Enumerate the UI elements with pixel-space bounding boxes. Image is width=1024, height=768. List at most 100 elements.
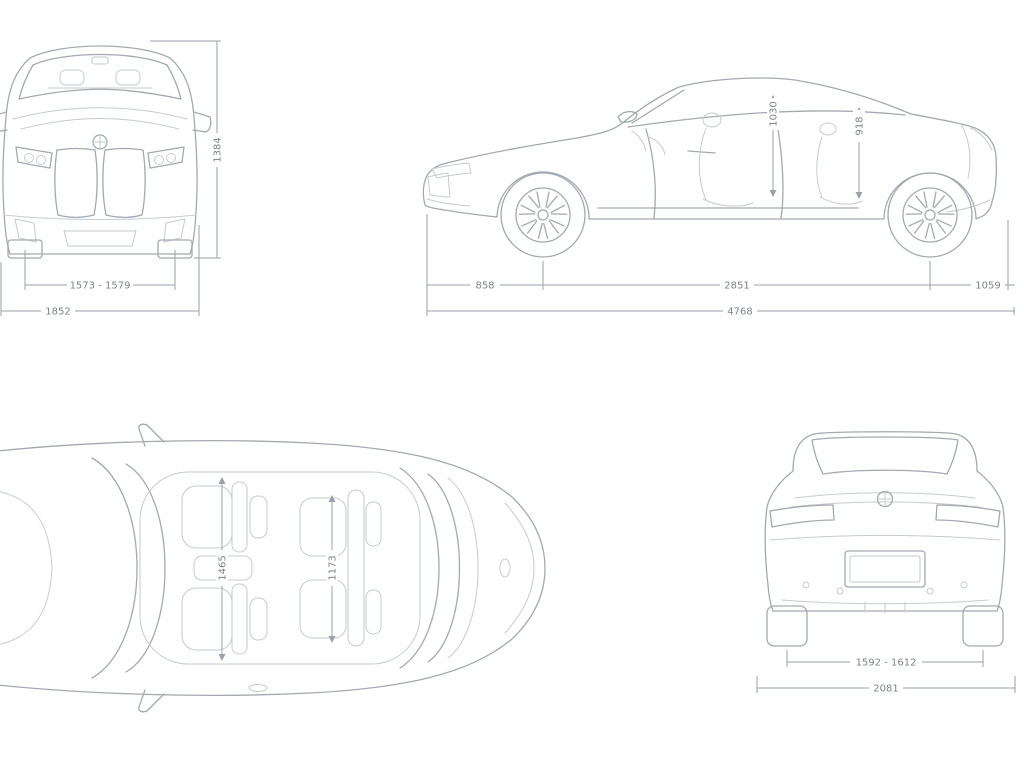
front-track-label: 1573 - 1579 (70, 281, 131, 292)
front-height-label: 1384 (213, 137, 224, 162)
front-right-headrest (115, 69, 141, 86)
front-interior-arrow-bottom (218, 654, 226, 661)
side-panel-lines (597, 89, 906, 219)
side-extension-lines (426, 214, 1009, 316)
top-rear-left-cushion (299, 497, 347, 557)
rear-track-ticks (786, 658, 984, 666)
front-body-outline (2, 45, 198, 255)
side-front-headrest (702, 112, 722, 128)
rear-interior-width-label-bg (326, 550, 338, 586)
rear-interior-arrow-top (328, 495, 336, 502)
front-headlight-rings (24, 153, 176, 165)
side-mirror (617, 110, 638, 123)
side-front-wheel (501, 173, 585, 257)
rear-view (764, 431, 1006, 647)
top-rear-interior-width-dimension: 1173 (326, 495, 339, 643)
top-hood-lines (0, 491, 53, 645)
front-headroom-label-bg (767, 98, 779, 130)
rear-body-outline (764, 431, 1006, 612)
top-cabin-border (139, 471, 421, 665)
length-label-bg (723, 305, 757, 317)
front-roundel-cross (92, 134, 108, 150)
rear-headroom-label-bg (853, 110, 865, 142)
side-length-dimensions: 858 2851 1059 4768 (426, 214, 1015, 318)
rear-taillights (769, 504, 1001, 528)
rear-diffuser (781, 599, 989, 614)
front-hood-lines (12, 107, 188, 130)
front-headroom-arrow-bottom (769, 190, 777, 197)
top-front-right-headrest (249, 597, 268, 641)
rear-overhang-label: 1059 (975, 281, 1000, 292)
rear-headroom-arrow-bottom (855, 192, 863, 199)
front-headroom-label: 1030 (769, 101, 780, 126)
wheelbase-label-bg (720, 279, 754, 291)
front-interior-width-label-bg (216, 550, 228, 586)
front-left-headrest (59, 69, 85, 86)
front-view (0, 45, 212, 259)
rear-overhang-label-bg (971, 279, 1005, 291)
top-mirrors (138, 423, 165, 713)
front-width-dimension: 1852 (0, 225, 200, 318)
top-antenna-fin (499, 558, 511, 578)
front-bumper-details (3, 214, 197, 247)
top-rear-glass (399, 467, 461, 669)
rear-width-dimension: 2081 (756, 676, 1016, 695)
wheelbase-label: 2851 (724, 281, 749, 292)
side-body-outline (422, 77, 998, 220)
top-trunk-lines (447, 477, 535, 659)
rear-track-label: 1592 - 1612 (856, 658, 917, 669)
front-overhang-label-bg (470, 279, 500, 291)
side-front-headroom-dimension: 1030 (767, 95, 780, 197)
front-interior-arrow-top (218, 477, 226, 484)
rear-parking-sensors (802, 581, 968, 595)
rear-window (811, 436, 959, 475)
side-rear-wheel (888, 173, 972, 257)
front-height-label-bg (211, 133, 223, 167)
front-headlights (15, 146, 185, 169)
top-front-right-seatback (231, 583, 248, 655)
top-rear-right-headrest (365, 589, 382, 635)
front-overhang-label: 858 (475, 281, 494, 292)
top-front-interior-width-dimension: 1465 (216, 477, 229, 661)
rear-track-dimension: 1592 - 1612 (786, 650, 984, 669)
top-rear-left-headrest (365, 501, 382, 547)
front-interior-width-label: 1465 (218, 555, 229, 580)
front-track-dimension: 1573 - 1579 (24, 250, 176, 292)
top-front-left-headrest (249, 495, 268, 539)
rear-roundel-cross (877, 491, 893, 507)
side-rear-headroom-dimension: 918 (853, 107, 866, 199)
rear-interior-width-label: 1173 (328, 555, 339, 580)
top-front-left-seatback (231, 481, 248, 553)
rear-license-plate-inner (849, 555, 921, 583)
side-dim-row2-ticks (426, 307, 1015, 315)
front-windshield (18, 53, 182, 100)
side-view (422, 77, 998, 257)
top-windshield (91, 457, 166, 679)
rear-width-label-bg (869, 682, 903, 694)
side-rear-headrest (819, 122, 837, 136)
front-track-label-bg (67, 279, 133, 291)
top-rear-seatback (347, 489, 365, 647)
front-track-extension-lines (24, 250, 176, 290)
rear-interior-arrow-bottom (328, 636, 336, 643)
front-rearview-mirror (91, 56, 109, 65)
rear-license-plate (844, 550, 926, 588)
rear-right-wheel (962, 605, 1004, 647)
length-label: 4768 (727, 307, 752, 318)
side-dim-row1-ticks (426, 281, 1009, 289)
top-front-right-seat-cushion (181, 587, 233, 651)
rear-track-label-bg (850, 656, 922, 668)
side-interior-details (631, 127, 863, 207)
front-width-label: 1852 (45, 307, 70, 318)
front-width-label-bg (41, 305, 75, 317)
rear-width-label: 2081 (873, 684, 898, 695)
top-front-left-seat-cushion (181, 485, 233, 549)
top-body-outline (0, 440, 546, 696)
side-rear-details (946, 123, 993, 213)
front-height-dimension: 1384 (150, 40, 224, 259)
rear-width-ticks (756, 684, 1016, 692)
rear-headroom-label: 918 (855, 116, 866, 135)
front-kidney-grilles (54, 147, 146, 218)
top-rear-right-cushion (299, 579, 347, 639)
